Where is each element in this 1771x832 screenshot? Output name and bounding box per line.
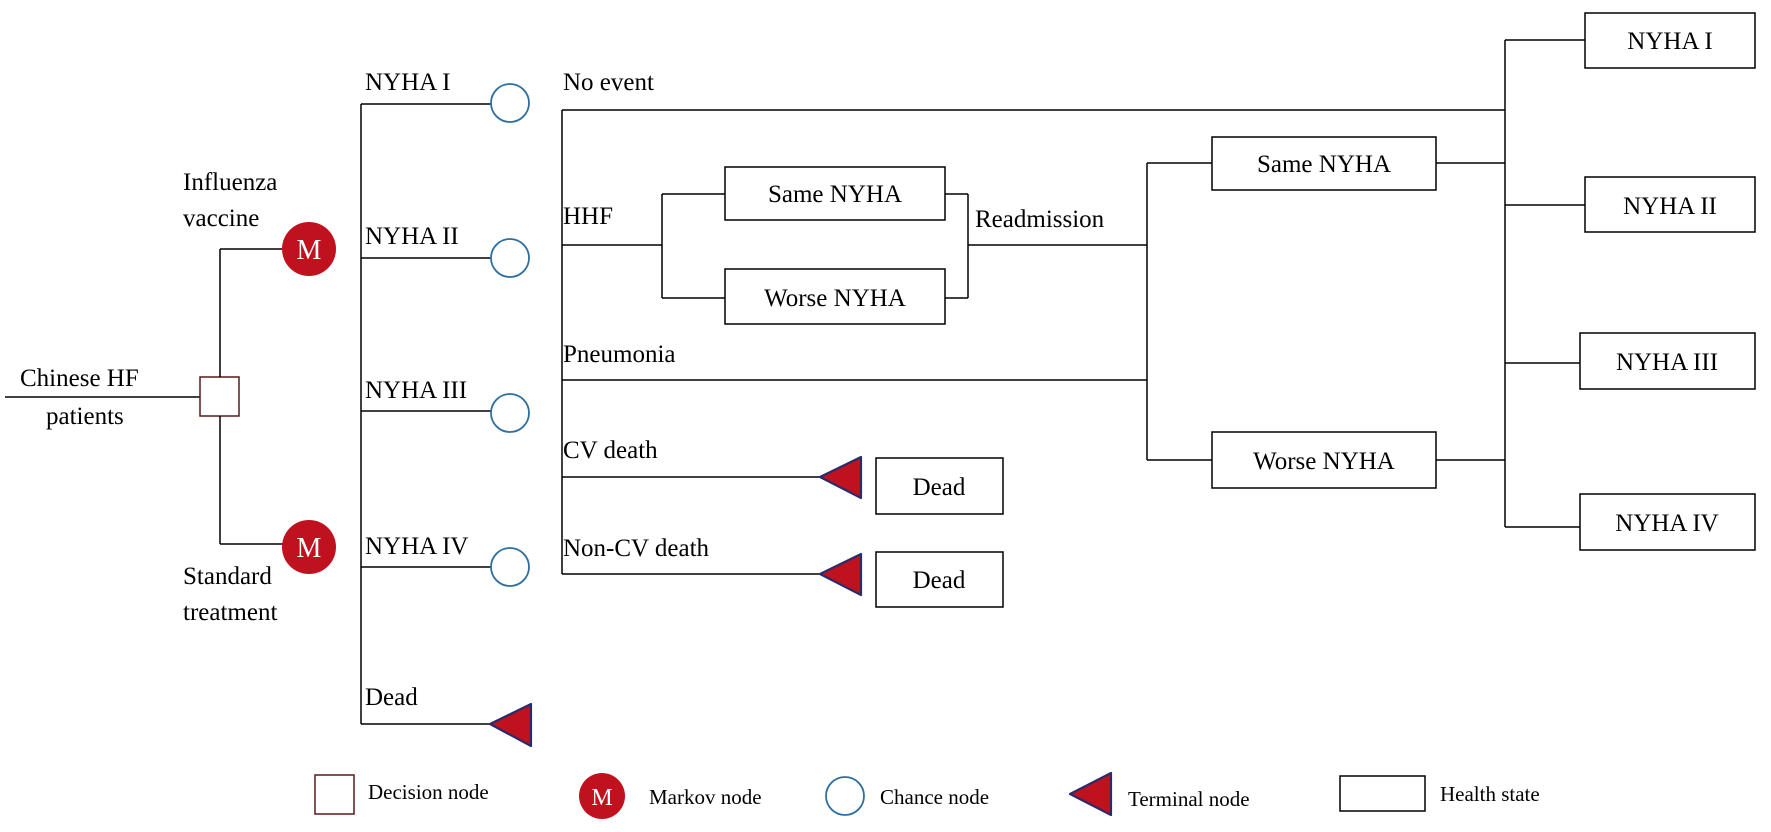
vaccine-label-line2: vaccine	[183, 205, 259, 232]
legend-chance-label: Chance node	[880, 785, 989, 809]
legend-markov-symbol: M	[591, 785, 612, 811]
health-state-box-1	[1584, 12, 1756, 69]
markov-node-vaccine: M	[282, 222, 336, 276]
hhf-same-nyha-box	[724, 166, 946, 221]
legend-markov-label: Markov node	[649, 785, 762, 809]
event-label-hhf: HHF	[563, 203, 613, 230]
state-label-dead: Dead	[365, 684, 418, 711]
legend-terminal-label: Terminal node	[1128, 787, 1250, 811]
event-label-cv-death: CV death	[563, 437, 658, 464]
dead-label-cv: Dead	[913, 474, 966, 501]
health-state-box-2	[1584, 176, 1756, 233]
hhf-same-nyha-label: Same NYHA	[768, 181, 902, 208]
markov-node-standard: M	[282, 520, 336, 574]
health-state-box-4	[1579, 493, 1756, 551]
legend-health-label: Health state	[1440, 782, 1540, 806]
terminal-node-dead-state	[488, 702, 533, 748]
state-label-4: NYHA IV	[365, 533, 468, 560]
root-label-line1: Chinese HF	[20, 365, 139, 392]
svg-text:M: M	[297, 533, 322, 564]
chance-node-4	[490, 547, 530, 587]
event-label-noncv-death: Non-CV death	[563, 535, 710, 562]
readmission-label: Readmission	[975, 206, 1105, 233]
outcome-same-nyha-box	[1211, 136, 1437, 191]
legend-decision-icon	[314, 774, 355, 815]
state-label-3: NYHA III	[365, 377, 467, 404]
health-state-label-1: NYHA I	[1627, 28, 1712, 55]
chance-node-1	[490, 83, 530, 123]
event-label-no-event: No event	[563, 69, 654, 96]
legend: Decision node M Markov node Chance node …	[314, 771, 1540, 819]
decision-node	[199, 376, 240, 417]
health-state-box-3	[1579, 332, 1756, 390]
legend-health-icon	[1339, 775, 1426, 812]
standard-label-line1: Standard	[183, 563, 272, 590]
svg-text:M: M	[297, 235, 322, 266]
vaccine-label-line1: Influenza	[183, 169, 277, 196]
chance-node-2	[490, 238, 530, 278]
dead-box-cv	[875, 457, 1004, 515]
terminal-node-noncv-death	[818, 552, 863, 597]
health-state-label-3: NYHA III	[1616, 349, 1718, 376]
root-label-line2: patients	[46, 403, 124, 430]
dead-box-noncv	[875, 551, 1004, 608]
dead-label-noncv: Dead	[913, 567, 966, 594]
event-label-pneumonia: Pneumonia	[563, 341, 676, 368]
outcome-same-nyha-label: Same NYHA	[1257, 151, 1391, 178]
outcome-worse-nyha-label: Worse NYHA	[1253, 448, 1395, 475]
health-state-label-4: NYHA IV	[1615, 510, 1718, 537]
terminal-node-cv-death	[818, 455, 863, 500]
chance-node-3	[490, 393, 530, 433]
legend-markov-icon	[579, 773, 625, 819]
legend-chance-icon	[825, 776, 865, 816]
state-label-2: NYHA II	[365, 223, 459, 250]
hhf-worse-nyha-box	[724, 268, 946, 325]
state-label-1: NYHA I	[365, 69, 450, 96]
health-state-label-2: NYHA II	[1623, 193, 1717, 220]
hhf-worse-nyha-label: Worse NYHA	[764, 285, 906, 312]
legend-terminal-icon	[1068, 771, 1113, 817]
standard-label-line2: treatment	[183, 599, 277, 626]
legend-decision-label: Decision node	[368, 780, 489, 804]
